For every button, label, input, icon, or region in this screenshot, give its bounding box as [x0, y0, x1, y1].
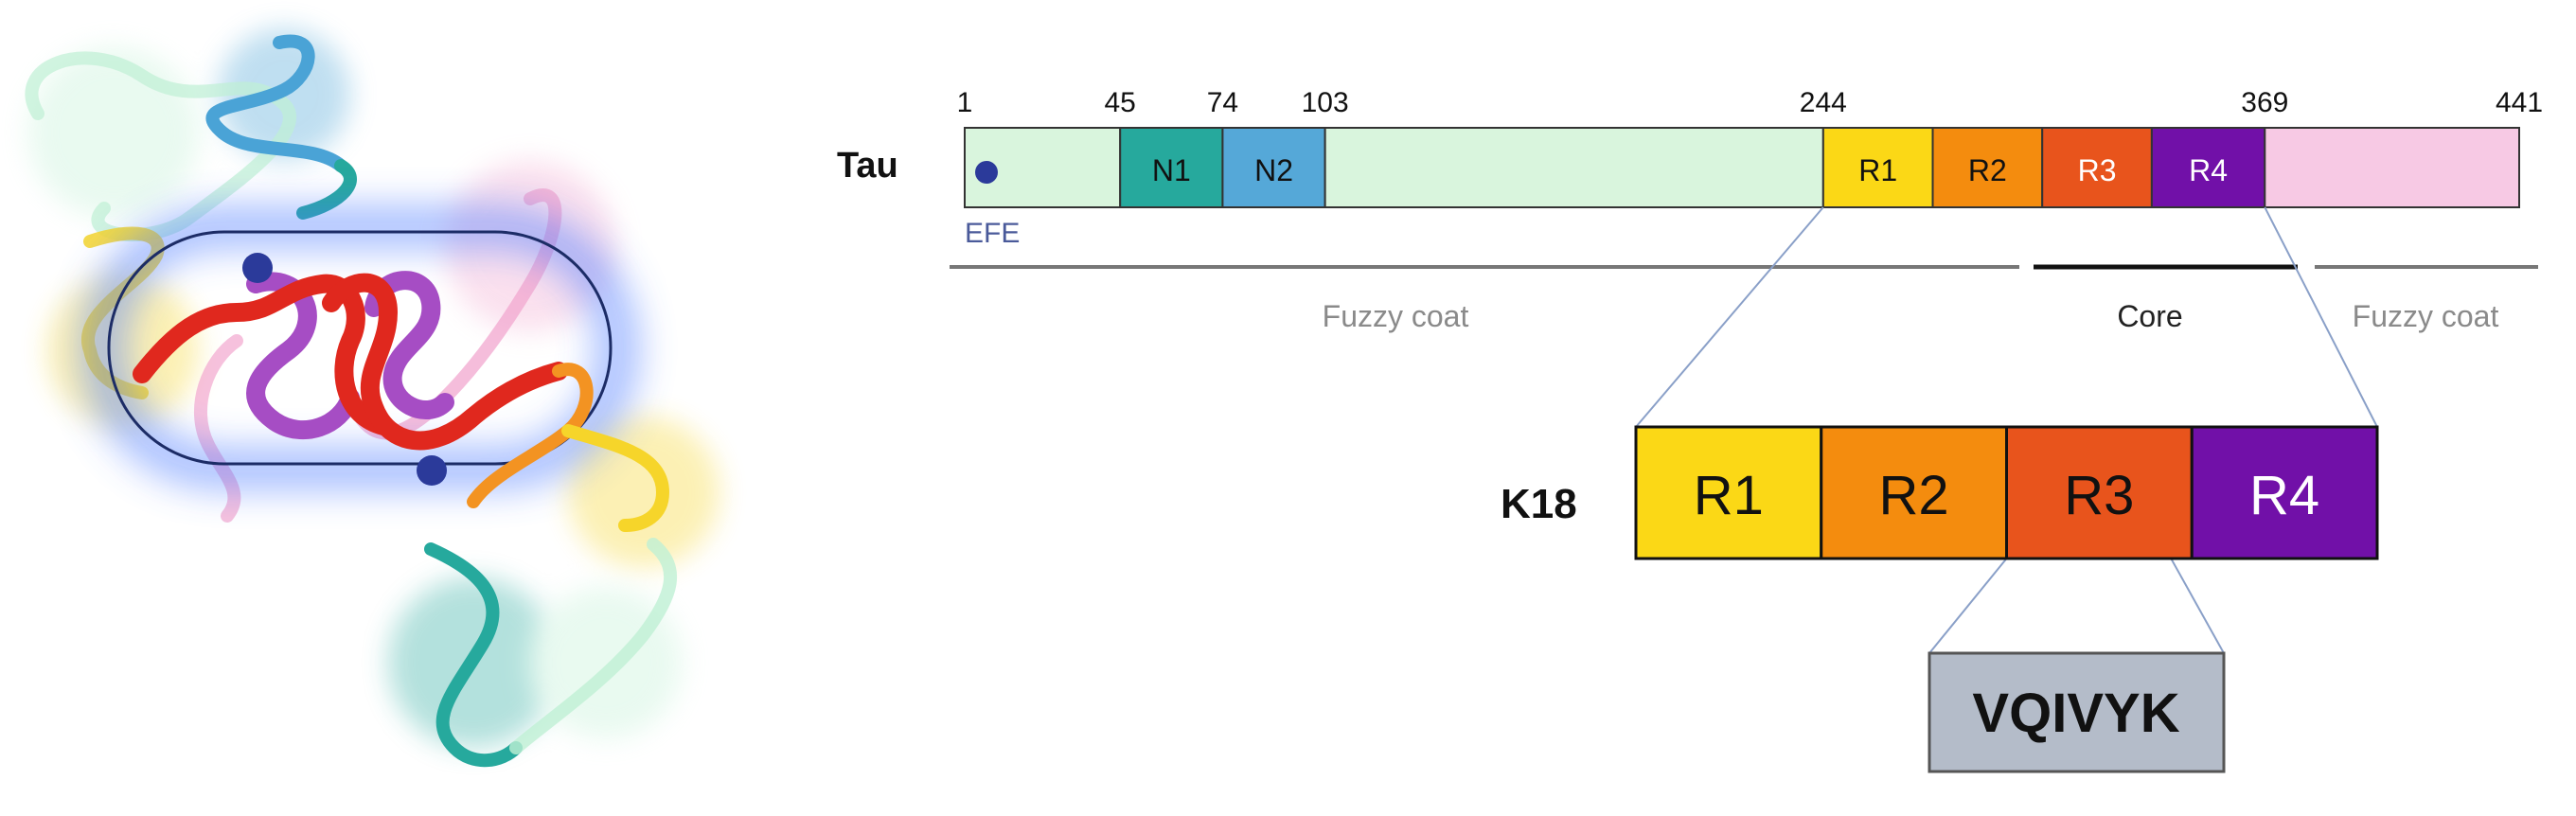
zoom-line-1	[2264, 206, 2378, 428]
k18-repeat-label-r1: R1	[1694, 465, 1764, 526]
halo-green-0	[28, 47, 199, 218]
zoom-connector-lines	[1635, 206, 2378, 654]
tau-position-74: 74	[1207, 87, 1238, 118]
tau-segment-n1	[1119, 127, 1224, 208]
tau-segment-r1	[1821, 127, 1934, 208]
tau-segment-r4	[2150, 127, 2266, 208]
k18-repeat-label-r2: R2	[1879, 465, 1949, 526]
strand-red-left	[133, 274, 393, 435]
peptide-box	[1928, 651, 2226, 773]
halo-yellow-4	[568, 417, 720, 568]
k18-repeat-r3	[2005, 425, 2194, 560]
tau-segment-label-n2: N2	[1254, 153, 1293, 187]
zoom-line-2	[1928, 558, 2008, 654]
tau-segment-cterm	[2264, 127, 2520, 208]
strand-green-bottom	[509, 538, 677, 754]
k18-repeat-r2	[1820, 425, 2008, 560]
region-rulers: Fuzzy coat Core Fuzzy coat	[950, 264, 2538, 333]
k18-repeat-r1	[1634, 425, 1823, 560]
efe-dot-bottom	[417, 455, 447, 486]
tau-position-369: 369	[2241, 87, 2288, 118]
tau-segment-r2	[1931, 127, 2044, 208]
tau-segment-label-r2: R2	[1968, 153, 2007, 187]
strand-teal-bottom	[424, 542, 523, 768]
halo-yellow-2	[47, 275, 199, 426]
tau-segment-label-r4: R4	[2189, 153, 2228, 187]
k18-repeat-label-r3: R3	[2064, 465, 2134, 526]
k18-label: K18	[1501, 481, 1577, 527]
tau-segment-prd	[1324, 127, 1824, 208]
vqivyk-peptide: VQIVYK	[1928, 651, 2226, 773]
tau-position-441: 441	[2496, 87, 2543, 118]
k18-repeat-label-r4: R4	[2249, 465, 2319, 526]
strand-pink-left	[194, 334, 243, 523]
k18-construct: K18 R1 R2 R3 R4	[1501, 425, 2379, 560]
tau-position-1: 1	[957, 87, 973, 118]
capsule-glow	[88, 213, 632, 483]
strand-yellow-right	[561, 424, 670, 532]
strand-blue-top	[205, 34, 347, 172]
tau-label: Tau	[837, 146, 898, 186]
tau-segment-r3	[2041, 127, 2153, 208]
tau-position-103: 103	[1302, 87, 1349, 118]
efe-dot-top	[242, 253, 273, 283]
tau-segment-label-r1: R1	[1858, 153, 1897, 187]
tau-domain-bar: Tau N1 N2 R1 R2 R3 R4 1 45 74 103 244 369 441 EFE	[837, 87, 2543, 249]
efe-label: EFE	[965, 218, 1020, 249]
tau-segment-n2	[1221, 127, 1326, 208]
zoom-line-0	[1635, 206, 1824, 428]
tau-segment-label-r3: R3	[2078, 153, 2117, 187]
tau-position-45: 45	[1105, 87, 1136, 118]
efe-dot	[975, 161, 998, 184]
tau-segment-label-n1: N1	[1152, 153, 1191, 187]
tau-fibril-illustration	[25, 28, 720, 768]
capsule-outline	[107, 230, 613, 466]
tau-position-244: 244	[1800, 87, 1847, 118]
region-label-fuzzy-coat-left: Fuzzy coat	[1323, 299, 1469, 333]
region-label-core: Core	[2117, 299, 2182, 333]
strand-red-right	[322, 273, 568, 451]
region-label-fuzzy-coat-right: Fuzzy coat	[2353, 299, 2499, 333]
k18-repeat-r4	[2190, 425, 2379, 560]
peptide-label: VQIVYK	[1972, 683, 2179, 744]
strand-teal-top	[296, 159, 357, 220]
zoom-line-3	[2170, 558, 2225, 654]
strand-purple-right	[364, 271, 454, 420]
